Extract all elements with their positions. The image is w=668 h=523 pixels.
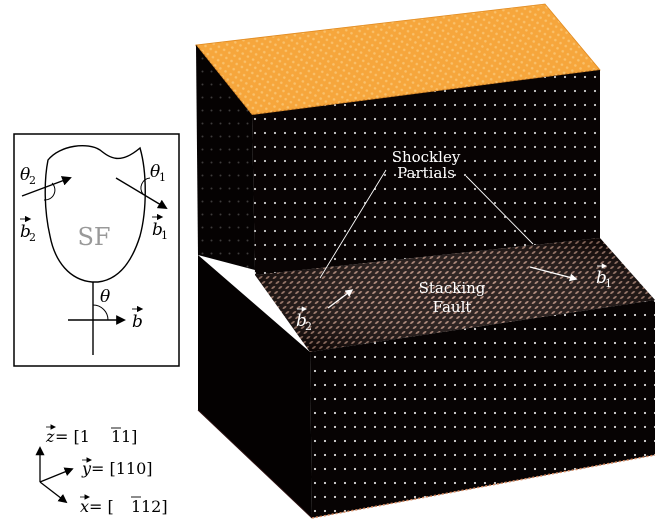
lower-left-face [198, 255, 312, 518]
inset-b-label: b [132, 305, 144, 332]
inset-b2-arrow [21, 176, 72, 197]
svg-text:= [: = [ [89, 497, 114, 516]
partials-label-line2: Partials [397, 164, 455, 182]
partials-label-line1: Shockley [392, 148, 461, 166]
svg-text:12]: 12] [141, 497, 168, 516]
dislocation-loop [44, 144, 146, 283]
inset-theta1-label: θ 1 [150, 162, 166, 184]
svg-text:1: 1 [161, 229, 168, 242]
inset-b2-label: b 2 [20, 215, 36, 244]
crystal-b1-arrow [529, 266, 578, 282]
inset-b1-label: b 1 [152, 213, 168, 242]
inset-schematic: θ 2 θ 1 b 2 b 1 SF θ b [13, 133, 180, 367]
stacking-fault-label-line2: Fault [433, 298, 472, 316]
x-axis-label: x = [ 1 12] [80, 494, 168, 516]
inset-sf-label: SF [77, 223, 110, 251]
svg-text:= [1: = [1 [55, 427, 90, 446]
y-axis-label: y = [110] [81, 457, 153, 478]
coordinate-axes: z = [1 1 1] y = [110] x = [ 1 12] [35, 424, 168, 516]
svg-text:θ: θ [150, 162, 160, 182]
y-axis-arrow [39, 467, 74, 483]
svg-text:b: b [20, 222, 31, 242]
svg-text:1]: 1] [121, 427, 137, 446]
crystal-b2-label: b 2 [296, 306, 312, 333]
svg-text:1: 1 [159, 171, 166, 184]
svg-text:θ: θ [20, 165, 30, 185]
z-axis-label: z = [1 1 1] [45, 424, 137, 446]
crystal-burgers-arrows [327, 266, 578, 309]
inset-theta-label: θ [100, 287, 110, 307]
crystal-b1-label: b 1 [596, 263, 612, 290]
inset-theta2-label: θ 2 [20, 165, 36, 187]
svg-text:b: b [296, 311, 307, 331]
svg-text:= [110]: = [110] [91, 459, 153, 478]
crystal-b2-arrow [327, 289, 354, 309]
svg-text:b: b [596, 268, 607, 288]
svg-text:2: 2 [29, 231, 36, 244]
svg-text:2: 2 [29, 174, 36, 187]
svg-text:1: 1 [111, 427, 121, 446]
svg-text:y: y [81, 459, 92, 478]
crystal-block [195, 3, 656, 519]
svg-text:b: b [132, 312, 143, 332]
svg-text:1: 1 [131, 497, 141, 516]
svg-text:1: 1 [605, 277, 612, 290]
stacking-fault-label-line1: Stacking [419, 279, 486, 297]
svg-text:x: x [80, 497, 89, 516]
partials-leader-lines [319, 169, 534, 279]
svg-text:2: 2 [305, 320, 312, 333]
svg-text:z: z [45, 427, 55, 446]
x-axis-arrow [39, 481, 68, 504]
inset-frame [13, 133, 180, 367]
svg-text:b: b [152, 220, 163, 240]
inset-b1-arrow [115, 177, 168, 210]
